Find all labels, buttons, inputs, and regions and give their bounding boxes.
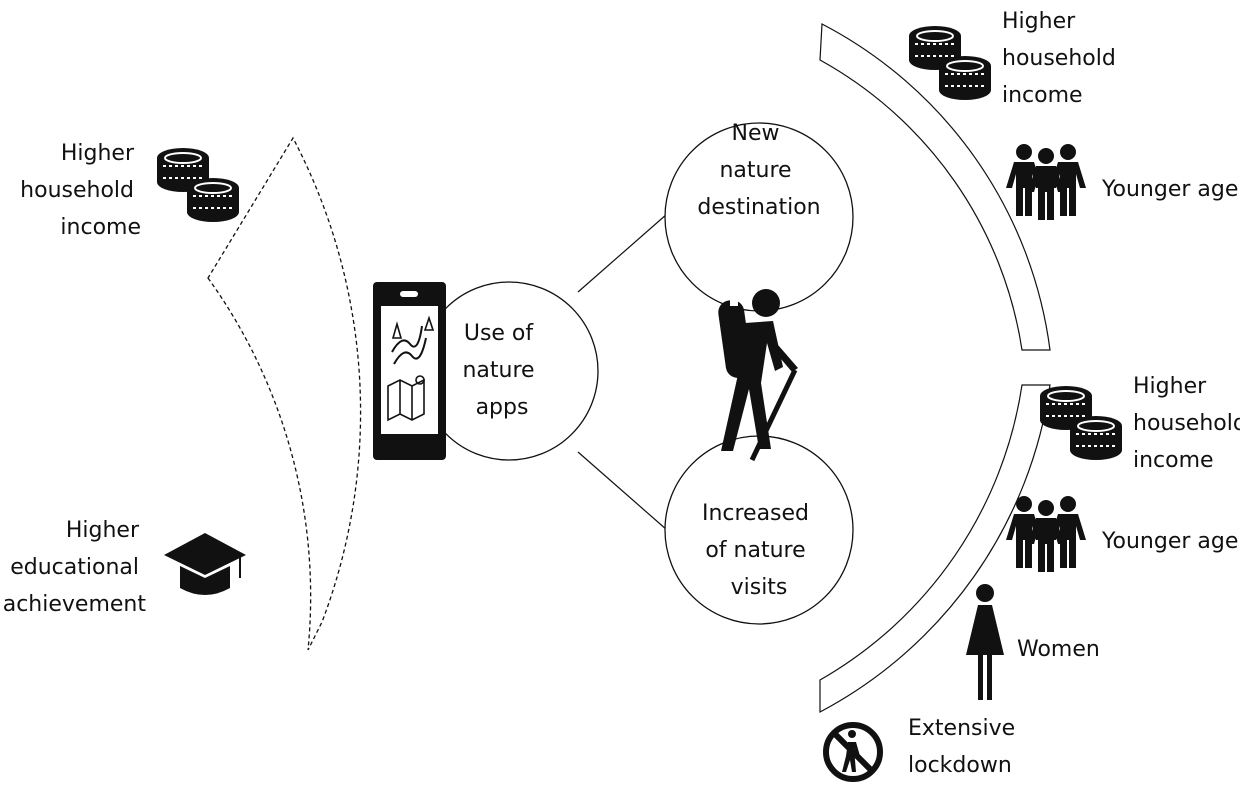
no-walking-icon (823, 722, 883, 782)
lockdown-label: Extensive lockdown (908, 716, 1022, 778)
lower-age-label: Younger age (1101, 529, 1238, 554)
upper-people-icon (1006, 144, 1086, 220)
upper-income-label: Higher household income (1002, 9, 1123, 108)
upper-age-label: Younger age (1101, 177, 1238, 202)
left-dashed-band (207, 136, 362, 651)
use-of-apps-label: Use of nature apps (462, 321, 541, 420)
new-destination-label: New nature destination (697, 121, 820, 220)
left-income-label: Higher household income (20, 141, 141, 240)
graduation-cap-icon (164, 533, 246, 595)
hiker-icon (718, 289, 798, 462)
left-coins-icon (157, 148, 239, 222)
increased-visits-label: Increased of nature visits (702, 501, 816, 600)
connector-to-increased-visits (577, 451, 668, 531)
left-education-label: Higher educational achievement (3, 518, 147, 617)
upper-coins-icon (909, 26, 991, 100)
connector-to-new-destination (577, 213, 668, 293)
lower-people-icon (1006, 496, 1086, 572)
woman-icon (966, 584, 1004, 700)
women-label: Women (1017, 637, 1100, 662)
smartphone-map-icon (373, 282, 446, 460)
lower-right-band (819, 384, 1051, 713)
lower-income-label: Higher household income (1133, 374, 1240, 473)
upper-right-band (819, 23, 1051, 351)
lower-coins-icon (1040, 386, 1122, 460)
